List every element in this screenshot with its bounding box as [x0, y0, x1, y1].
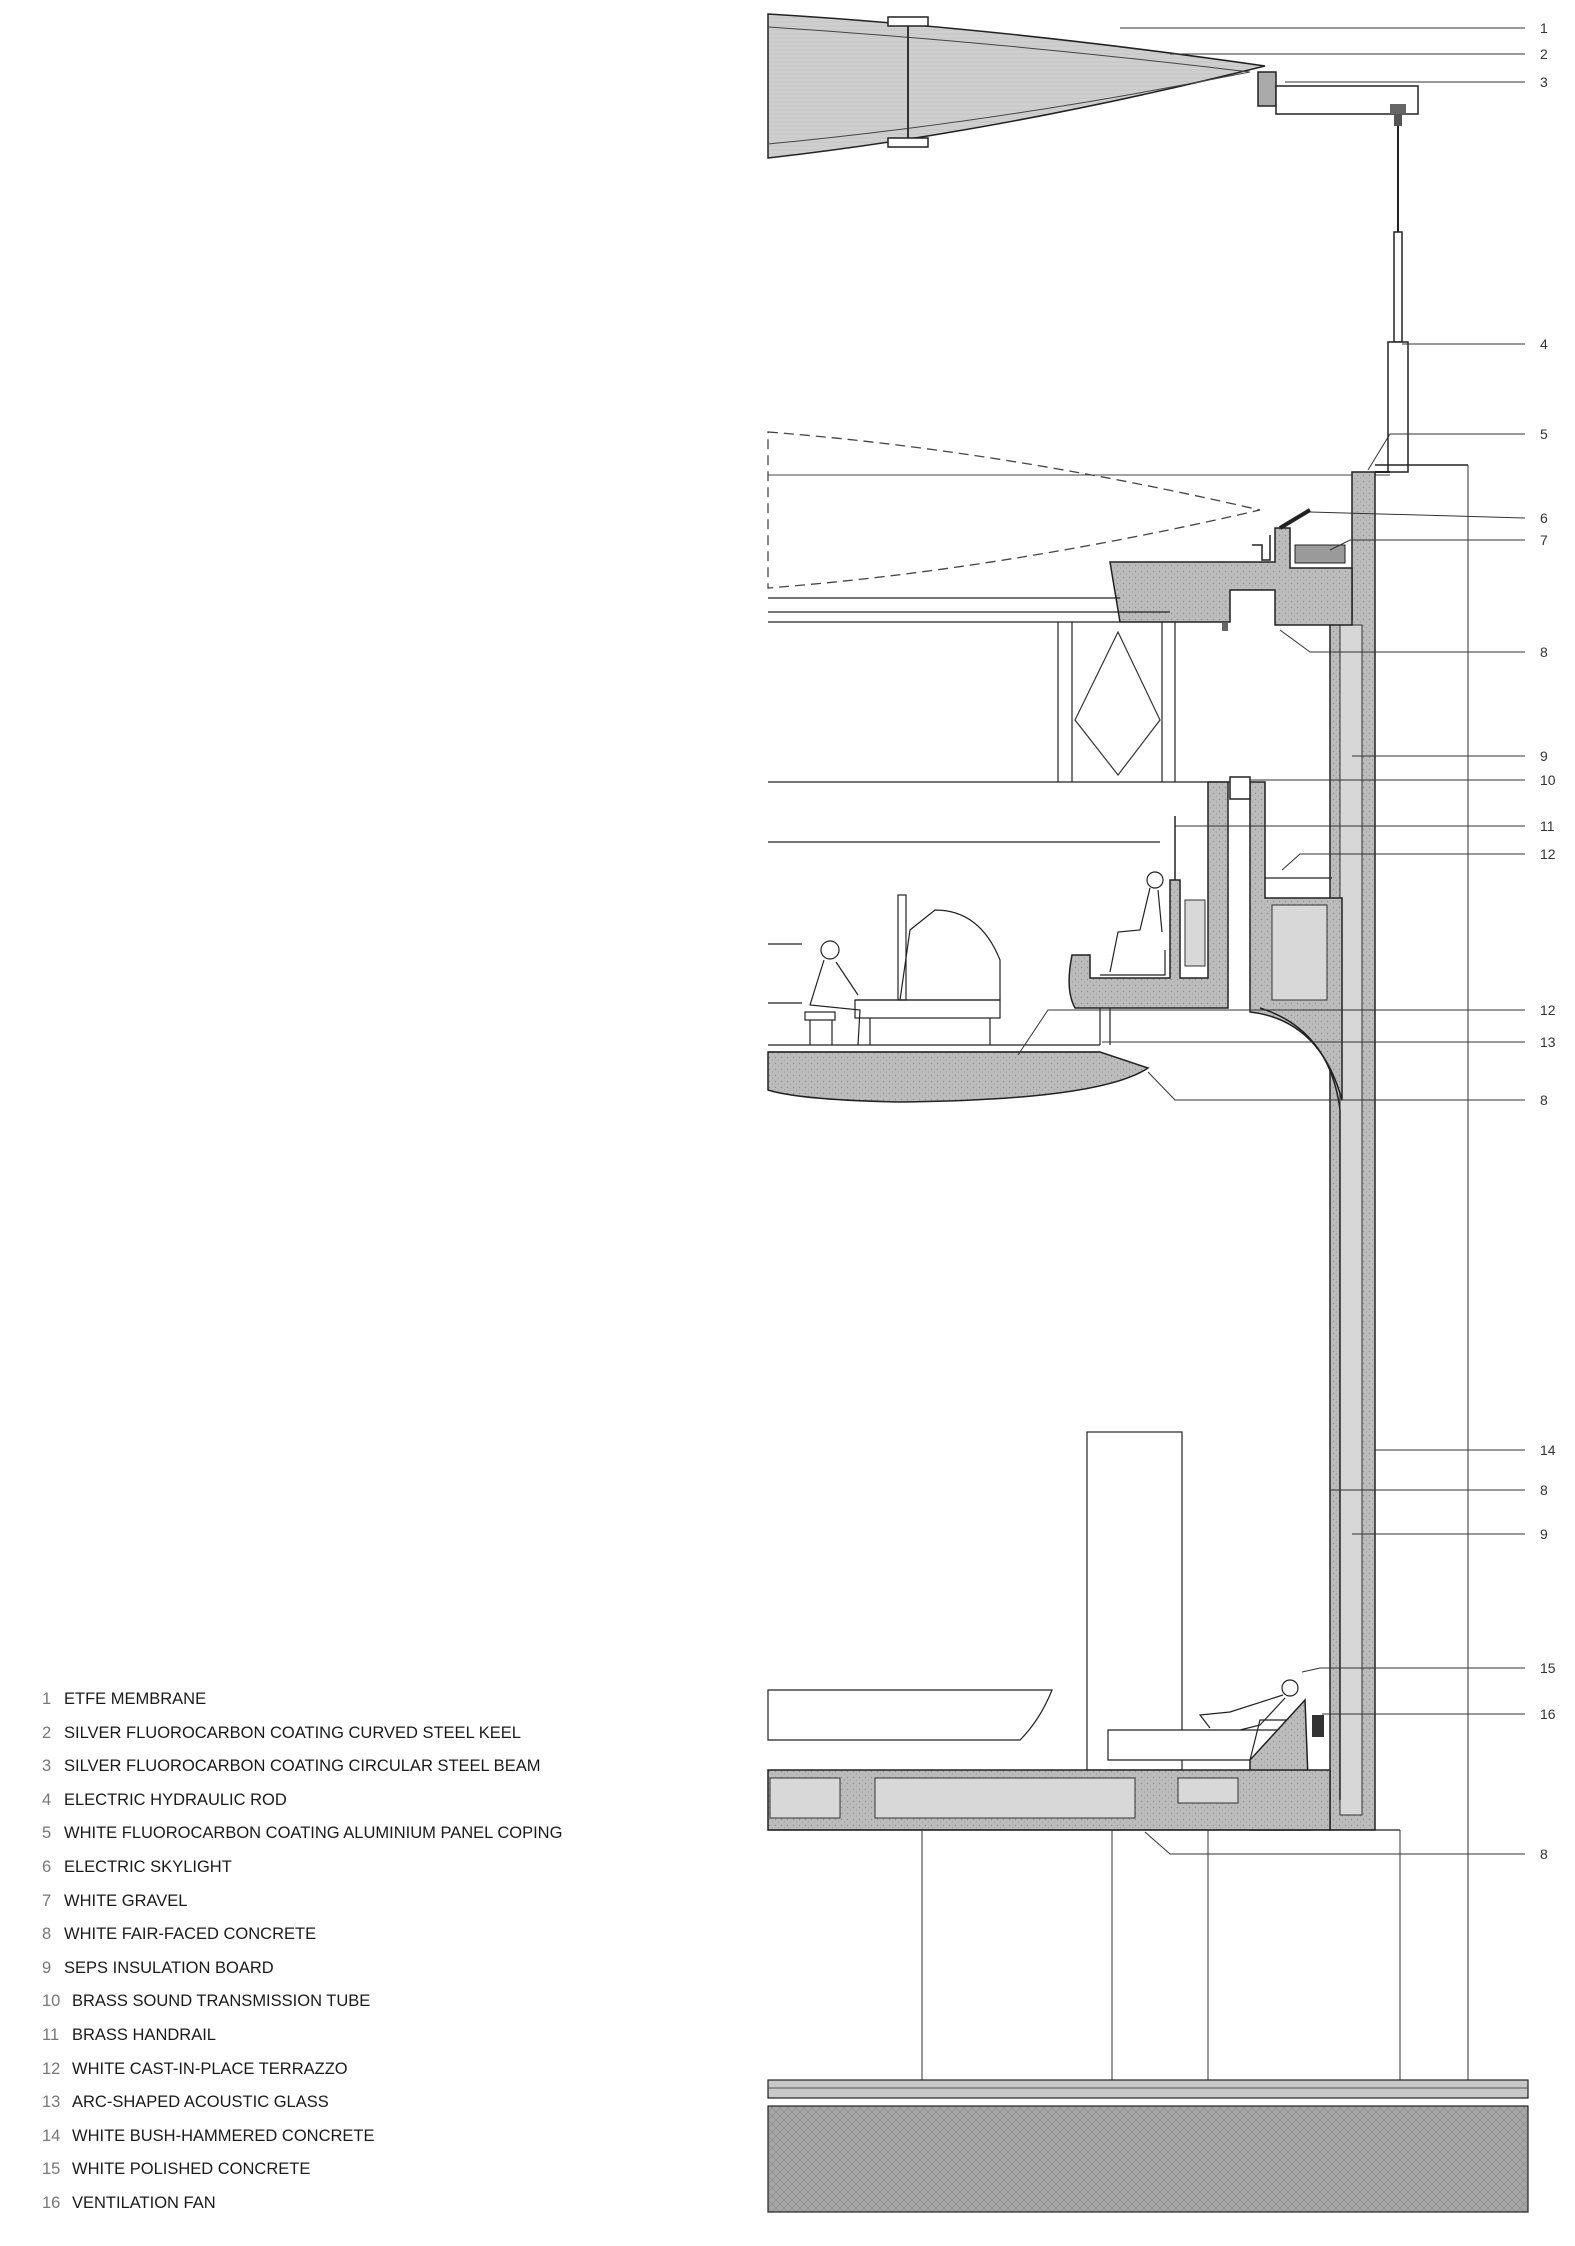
legend-num: 14: [42, 2126, 61, 2145]
legend-num: 8: [42, 1925, 52, 1944]
legend-label: WHITE FAIR-FACED CONCRETE: [64, 1925, 317, 1944]
upper-window: [768, 622, 1240, 843]
callout-12b: 12: [1540, 1002, 1556, 1018]
callout-8d: 8: [1540, 1846, 1548, 1862]
legend-label: WHITE POLISHED CONCRETE: [72, 2160, 311, 2179]
legend-label: WHITE CAST-IN-PLACE TERRAZZO: [72, 2059, 348, 2078]
legend-item: 7 WHITE GRAVEL: [42, 1885, 562, 1919]
callout-9b: 9: [1540, 1526, 1548, 1542]
legend-num: 6: [42, 1857, 52, 1876]
legend-item: 13 ARC-SHAPED ACOUSTIC GLASS: [42, 2086, 562, 2120]
legend-item: 8 WHITE FAIR-FACED CONCRETE: [42, 1918, 562, 1952]
legend-item: 1 ETFE MEMBRANE: [42, 1683, 562, 1717]
legend-item: 6 ELECTRIC SKYLIGHT: [42, 1851, 562, 1885]
piano-floor: [767, 943, 1150, 1103]
legend-num: 7: [42, 1891, 52, 1910]
legend-label: BRASS SOUND TRANSMISSION TUBE: [72, 1992, 371, 2011]
legend-num: 12: [42, 2059, 61, 2078]
callout-8c: 8: [1540, 1482, 1548, 1498]
callout-8a: 8: [1540, 644, 1548, 660]
concrete-wall: [1329, 464, 1469, 2080]
legend-item: 16 VENTILATION FAN: [42, 2187, 562, 2221]
legend-label: SEPS INSULATION BOARD: [64, 1958, 274, 1977]
legend-item: 14 WHITE BUSH-HAMMERED CONCRETE: [42, 2120, 562, 2154]
callout-3: 3: [1540, 74, 1548, 90]
callout-7: 7: [1540, 532, 1548, 548]
legend-label: SILVER FLUOROCARBON COATING CURVED STEEL…: [64, 1723, 521, 1742]
open-cushion-outline: [767, 431, 1390, 589]
legend-num: 4: [42, 1790, 52, 1809]
callout-6: 6: [1540, 510, 1548, 526]
legend-item: 15 WHITE POLISHED CONCRETE: [42, 2153, 562, 2187]
legend-num: 10: [42, 1992, 61, 2011]
seated-person-balcony: [1100, 871, 1166, 976]
roof-slab: [768, 508, 1353, 631]
legend-item: 12 WHITE CAST-IN-PLACE TERRAZZO: [42, 2053, 562, 2087]
callout-15: 15: [1540, 1660, 1556, 1676]
music-balcony: [1068, 776, 1343, 1800]
legend-num: 13: [42, 2093, 61, 2112]
legend-label: VENTILATION FAN: [72, 2193, 216, 2212]
leader-lines: [1017, 27, 1526, 1855]
legend-item: 10 BRASS SOUND TRANSMISSION TUBE: [42, 1985, 562, 2019]
legend-item: 9 SEPS INSULATION BOARD: [42, 1952, 562, 1986]
legend-item: 5 WHITE FLUOROCARBON COATING ALUMINIUM PA…: [42, 1817, 562, 1851]
legend-label: BRASS HANDRAIL: [72, 2025, 216, 2044]
grand-piano: [804, 894, 1001, 1046]
callout-2: 2: [1540, 46, 1548, 62]
callout-12a: 12: [1540, 846, 1556, 862]
callout-8b: 8: [1540, 1092, 1548, 1108]
legend-label: ELECTRIC SKYLIGHT: [64, 1857, 232, 1876]
legend-num: 9: [42, 1958, 52, 1977]
legend-label: ELECTRIC HYDRAULIC ROD: [64, 1790, 287, 1809]
callout-16: 16: [1540, 1706, 1556, 1722]
legend-label: ETFE MEMBRANE: [64, 1690, 207, 1708]
legend-num: 15: [42, 2160, 61, 2179]
legend-num: 5: [42, 1824, 52, 1843]
legend-item: 4 ELECTRIC HYDRAULIC ROD: [42, 1784, 562, 1818]
etfe-roof-cushion: [767, 13, 1419, 159]
callout-11: 11: [1540, 818, 1555, 834]
hydraulic-rod: [1387, 126, 1409, 473]
legend-label: WHITE GRAVEL: [64, 1891, 188, 1910]
legend-item: 3 SILVER FLUOROCARBON COATING CIRCULAR ST…: [42, 1750, 562, 1784]
legend-num: 3: [42, 1757, 52, 1776]
reclining-person: [1198, 1679, 1299, 1731]
legend-item: 11 BRASS HANDRAIL: [42, 2019, 562, 2053]
legend-label: SILVER FLUOROCARBON COATING CIRCULAR STE…: [64, 1757, 541, 1776]
callout-10: 10: [1540, 772, 1556, 788]
foundation: [767, 2079, 1529, 2213]
legend-label: WHITE BUSH-HAMMERED CONCRETE: [72, 2126, 375, 2145]
legend-num: 11: [42, 2025, 60, 2044]
legend-num: 1: [42, 1690, 52, 1708]
legend-item: 2 SILVER FLUOROCARBON COATING CURVED STEE…: [42, 1717, 562, 1751]
legend-num: 2: [42, 1723, 52, 1742]
callout-14: 14: [1540, 1442, 1556, 1458]
legend-num: 16: [42, 2193, 61, 2212]
callout-4: 4: [1540, 336, 1548, 352]
callout-numbers: 1 2 3 4 5 6 7 8 9 10 11 12 12 13 8 14 8 …: [1540, 20, 1556, 1862]
legend-label: WHITE FLUOROCARBON COATING ALUMINIUM PAN…: [64, 1824, 563, 1843]
callout-9a: 9: [1540, 748, 1548, 764]
callout-5: 5: [1540, 426, 1548, 442]
legend-label: ARC-SHAPED ACOUSTIC GLASS: [72, 2093, 329, 2112]
callout-1: 1: [1540, 20, 1548, 36]
callout-13: 13: [1540, 1034, 1556, 1050]
ground-floor: [767, 1431, 1401, 2080]
